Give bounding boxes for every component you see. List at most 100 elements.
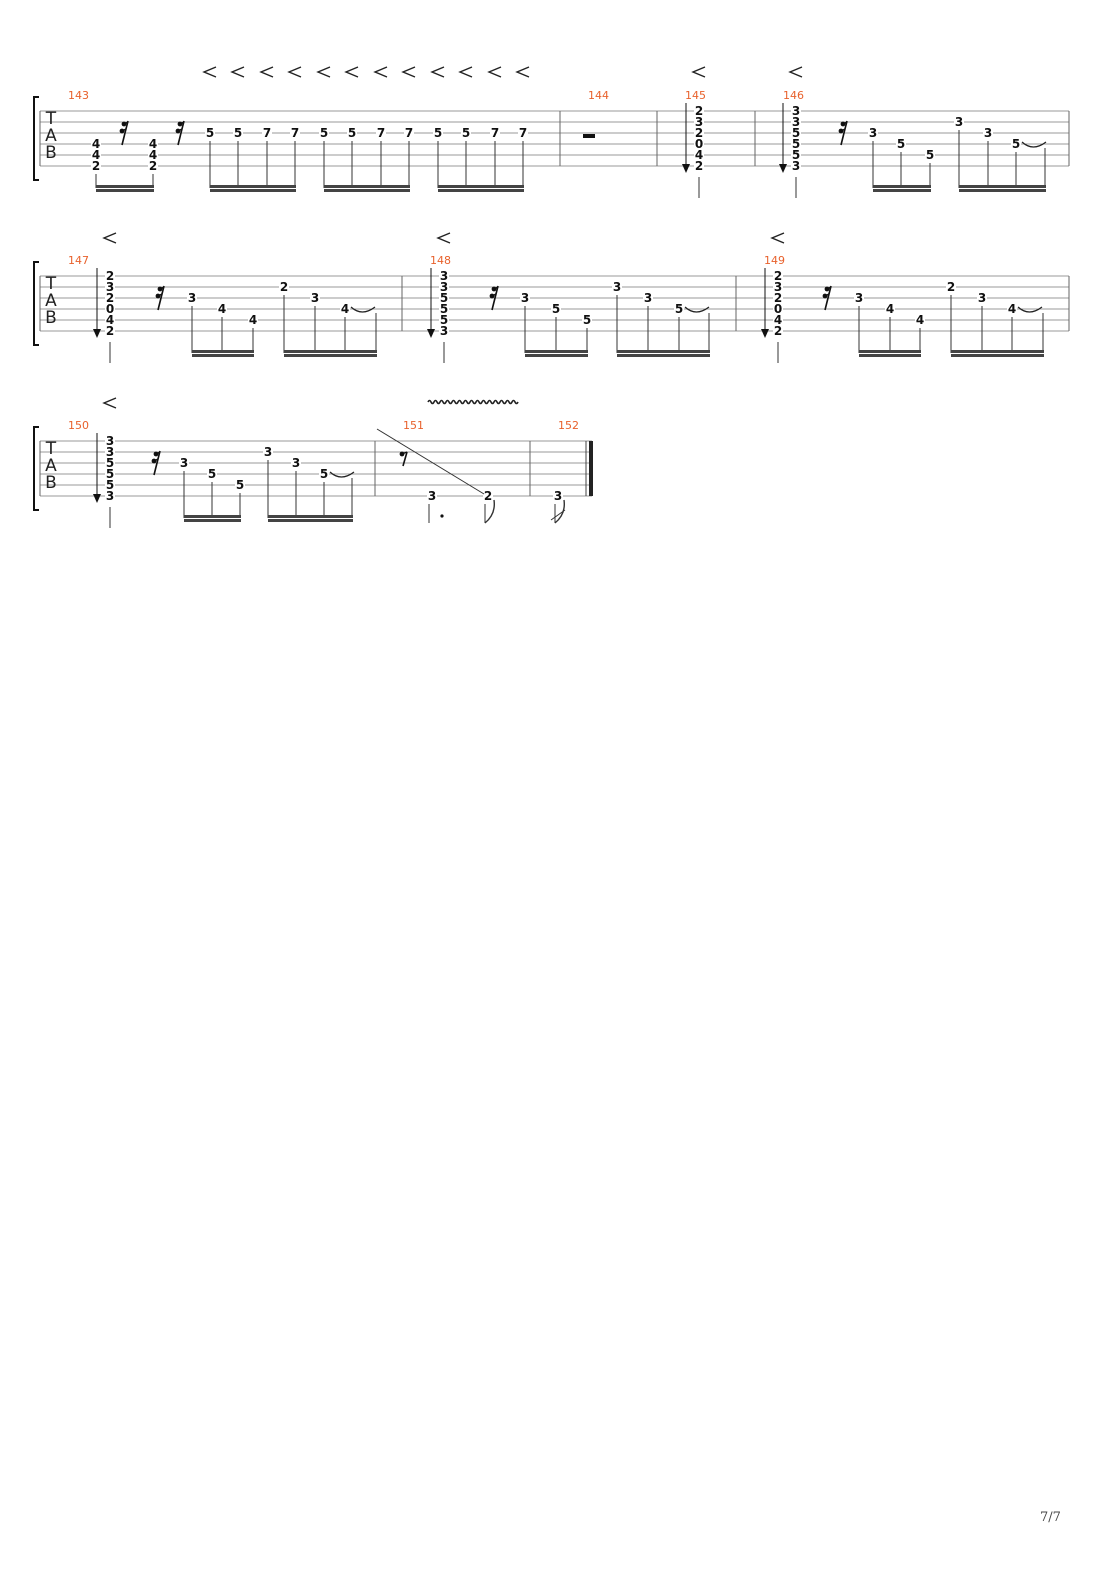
fret-number: 3 <box>984 126 992 140</box>
fret-number: 3 <box>106 489 114 503</box>
sixteenth-rest-icon <box>491 285 499 311</box>
fret-number: 3 <box>428 489 436 503</box>
fret-number: 5 <box>320 467 328 481</box>
rest-flag <box>401 451 408 455</box>
fret-number: 5 <box>440 291 448 305</box>
fret-backdrop <box>439 270 449 281</box>
fret-backdrop <box>490 127 500 138</box>
eighth-flag-icon <box>484 499 495 524</box>
fret-number: 3 <box>869 126 877 140</box>
strum-down-arrow-icon <box>93 494 101 503</box>
accent-icon <box>102 397 117 409</box>
fret-number: 0 <box>106 302 114 316</box>
fret-backdrop <box>483 490 493 501</box>
fret-number: 5 <box>792 148 800 162</box>
fret-number: 3 <box>978 291 986 305</box>
fret-number: 5 <box>320 126 328 140</box>
fret-backdrop <box>896 138 906 149</box>
fret-number: 3 <box>106 434 114 448</box>
fret-backdrop <box>148 149 158 160</box>
tab-clef-letter: T <box>45 439 57 459</box>
tab-note: 3 <box>854 291 864 353</box>
accent-icon <box>436 232 451 244</box>
beam-primary <box>438 185 524 188</box>
fret-number: 2 <box>92 159 100 173</box>
fret-backdrop <box>439 281 449 292</box>
fret-backdrop <box>217 303 227 314</box>
fret-backdrop <box>551 303 561 314</box>
fret-number: 5 <box>234 126 242 140</box>
fret-number: 5 <box>106 456 114 470</box>
fret-number: 5 <box>208 467 216 481</box>
fret-backdrop <box>773 292 783 303</box>
tab-note: 3 <box>263 445 273 518</box>
accent-icon <box>458 66 473 78</box>
beam-secondary <box>96 189 154 192</box>
tab-note: 4 <box>248 313 258 353</box>
strum-down-arrow-icon <box>427 329 435 338</box>
measure-number: 143 <box>68 89 89 102</box>
system-bracket <box>33 426 39 511</box>
fret-number: 5 <box>1012 137 1020 151</box>
fret-number: 3 <box>955 115 963 129</box>
tab-note <box>583 134 595 138</box>
tab-clef-letter: A <box>45 126 57 146</box>
fret-number: 5 <box>462 126 470 140</box>
fret-backdrop <box>207 468 217 479</box>
fret-backdrop <box>791 105 801 116</box>
fret-backdrop <box>105 490 115 501</box>
fret-number: 5 <box>106 467 114 481</box>
tab-note: 3 <box>179 456 189 518</box>
fret-backdrop <box>319 127 329 138</box>
fret-number: 7 <box>377 126 385 140</box>
fret-backdrop <box>262 127 272 138</box>
tab-note <box>175 120 185 146</box>
tab-note: 2 <box>279 280 289 353</box>
beam-secondary <box>859 354 921 357</box>
beam-primary <box>192 350 254 353</box>
tie-icon <box>350 306 376 313</box>
fret-number: 2 <box>280 280 288 294</box>
beam-secondary <box>438 189 524 192</box>
beam-secondary <box>873 189 931 192</box>
fret-number: 3 <box>792 159 800 173</box>
fret-backdrop <box>105 468 115 479</box>
tab-clef-letter: B <box>45 143 57 163</box>
beam-secondary <box>284 354 377 357</box>
fret-number: 2 <box>149 159 157 173</box>
tab-note: 3 <box>983 126 993 188</box>
fret-number: 4 <box>249 313 257 327</box>
tab-note: 5 <box>582 313 592 353</box>
fret-backdrop <box>773 303 783 314</box>
strum-down-arrow-icon <box>779 164 787 173</box>
fret-number: 4 <box>92 137 100 151</box>
beam-primary <box>859 350 921 353</box>
fret-backdrop <box>340 303 350 314</box>
fret-number: 7 <box>491 126 499 140</box>
fret-backdrop <box>612 281 622 292</box>
tab-clef-letter: B <box>45 473 57 493</box>
tab-note: 5 <box>458 66 473 188</box>
strum-down-arrow-icon <box>761 329 769 338</box>
slide-line <box>376 428 485 495</box>
beam-primary <box>525 350 588 353</box>
tab-note: 5 <box>674 302 710 353</box>
vibrato-icon <box>427 399 519 405</box>
measure-number: 144 <box>588 89 609 102</box>
accent-icon <box>344 66 359 78</box>
tab-note: 4 <box>915 313 925 353</box>
fret-number: 2 <box>695 126 703 140</box>
tie-icon <box>1021 141 1047 148</box>
fret-backdrop <box>694 116 704 127</box>
fret-number: 7 <box>405 126 413 140</box>
tab-note: 2 <box>483 489 495 524</box>
tab-note: 5 <box>896 137 906 188</box>
measure-number: 151 <box>403 419 424 432</box>
measure-number: 150 <box>68 419 89 432</box>
accent-icon <box>515 66 530 78</box>
fret-backdrop <box>319 468 329 479</box>
fret-number: 3 <box>554 489 562 503</box>
tab-note: 7 <box>259 66 274 188</box>
